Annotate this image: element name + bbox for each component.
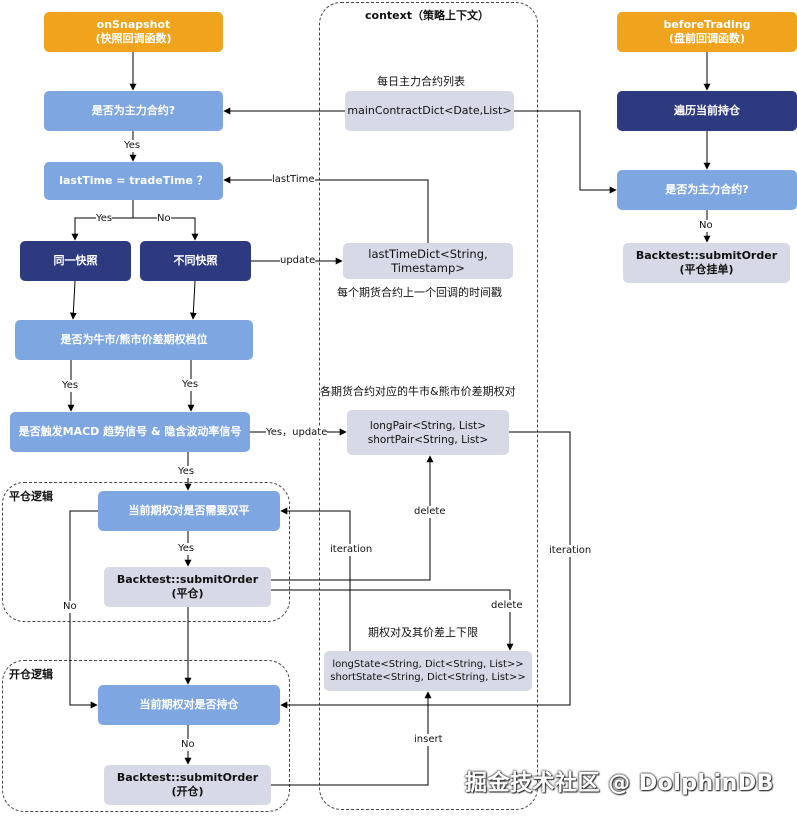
daily-main-list-note: 每日主力合约列表 [377, 75, 465, 88]
same-snapshot-text: 同一快照 [53, 254, 98, 267]
before-trading-line-1: beforeTrading [663, 18, 751, 31]
edge-states-iteration-needclose [280, 507, 351, 651]
label-insert: insert [414, 734, 443, 746]
label-yes-bull-right: Yes [182, 379, 199, 391]
label-last-time: lastTime [272, 174, 315, 186]
bull-bear-spread-check-node: 是否为牛市/熊市价差期权档位 [15, 320, 253, 360]
last-timestamp-note: 每个期货合约上一个回调的时间戳 [337, 286, 502, 299]
edge-same-to-bullbear [69, 280, 77, 320]
on-snapshot-line-1: onSnapshot [96, 18, 171, 31]
before-trading-line-2: (盘前回调函数) [668, 32, 746, 45]
is-main-contract-right-text: 是否为主力合约? [665, 183, 749, 196]
edge-maindict-to-ismain-right [514, 110, 617, 194]
need-double-close-text: 当前期权对是否需要双平 [128, 504, 250, 517]
edge-submitclose-delete-pairs [271, 455, 434, 581]
label-no-right: No [699, 220, 713, 232]
has-position-text: 当前期权对是否持仓 [139, 698, 239, 711]
last-time-dict-line-2: Timestamp> [391, 261, 465, 275]
label-delete-2: delete [491, 600, 523, 612]
different-snapshot-node: 不同快照 [140, 241, 251, 281]
label-yes-update: Yes，update [266, 427, 328, 439]
option-states-node: longState<String, Dict<String, List>> sh… [324, 651, 532, 691]
watermark-text: 掘金技术社区 @ DolphinDB [465, 771, 774, 796]
edge-lasttimedict-to-lasttime [223, 176, 429, 243]
label-no-position: No [181, 739, 195, 751]
submit-order-pending-line-1: Backtest::submitOrder [635, 249, 778, 262]
last-time-compare-text: lastTime = tradeTime ？ [59, 174, 208, 187]
label-yes-bull-left: Yes [62, 380, 79, 392]
open-logic-region [2, 660, 290, 812]
submit-order-pending-node: Backtest::submitOrder (平仓挂单) [623, 243, 790, 283]
label-yes-close: Yes [178, 543, 195, 555]
traverse-positions-node: 遍历当前持仓 [617, 91, 797, 131]
bull-bear-spread-check-text: 是否为牛市/熊市价差期权档位 [60, 333, 208, 346]
submit-order-open-line-1: Backtest::submitOrder [116, 771, 259, 784]
label-no-close: No [63, 601, 77, 613]
states-note: 期权对及其价差上下限 [368, 626, 478, 639]
short-state-text: shortState<String, Dict<String, List>> [330, 672, 526, 683]
is-main-contract-left-node: 是否为主力合约? [44, 91, 223, 131]
label-yes-main: Yes [124, 140, 141, 152]
long-pair-text: longPair<String, List> [369, 419, 487, 432]
edge-diff-to-bullbear [189, 280, 197, 320]
need-double-close-node: 当前期权对是否需要双平 [98, 491, 280, 531]
last-time-compare-node: lastTime = tradeTime ？ [44, 162, 223, 200]
on-snapshot-line-2: (快照回调函数) [95, 32, 172, 45]
same-snapshot-node: 同一快照 [20, 241, 131, 281]
submit-order-pending-line-2: (平仓挂单) [679, 263, 734, 276]
label-no-diff: No [157, 213, 171, 225]
has-position-node: 当前期权对是否持仓 [98, 685, 280, 725]
edge-submitclose-delete-states [271, 589, 514, 651]
macd-signal-check-text: 是否触发MACD 趋势信号 & 隐含波动率信号 [18, 425, 242, 438]
is-main-contract-right-node: 是否为主力合约? [617, 170, 797, 210]
submit-order-open-node: Backtest::submitOrder (开仓) [104, 765, 271, 805]
close-logic-region [2, 482, 290, 622]
pairs-note: 各期货合约对应的牛市&熊市价差期权对 [320, 385, 516, 398]
last-time-dict-node: lastTimeDict<String, Timestamp> [343, 243, 513, 279]
different-snapshot-text: 不同快照 [173, 254, 218, 267]
edge-submitopen-insert-states [271, 691, 432, 786]
label-update: update [280, 255, 316, 267]
main-contract-dict-text: mainContractDict<Date,List> [347, 104, 512, 117]
label-yes-macd: Yes [178, 466, 195, 478]
submit-order-close-node: Backtest::submitOrder (平仓) [104, 567, 271, 607]
open-logic-title: 开仓逻辑 [9, 668, 53, 681]
on-snapshot-node: onSnapshot (快照回调函数) [44, 12, 223, 52]
traverse-positions-text: 遍历当前持仓 [674, 104, 740, 117]
main-contract-dict-node: mainContractDict<Date,List> [345, 91, 514, 131]
submit-order-close-line-1: Backtest::submitOrder [116, 573, 259, 586]
is-main-contract-left-text: 是否为主力合约? [91, 104, 176, 117]
label-iteration-right: iteration [549, 545, 592, 557]
context-region [319, 2, 538, 810]
label-delete-1: delete [414, 506, 446, 518]
context-region-title: context（策略上下文） [365, 9, 489, 22]
long-state-text: longState<String, Dict<String, List>> [332, 659, 524, 670]
edge-lasttime-to-diff [133, 217, 199, 241]
short-pair-text: shortPair<String, List> [367, 433, 489, 446]
last-time-dict-line-1: lastTimeDict<String, [368, 247, 488, 261]
submit-order-close-line-2: (平仓) [171, 587, 204, 600]
submit-order-open-line-2: (开仓) [171, 785, 204, 798]
close-logic-title: 平仓逻辑 [9, 490, 53, 503]
label-yes-same: Yes [96, 213, 113, 225]
macd-signal-check-node: 是否触发MACD 趋势信号 & 隐含波动率信号 [10, 412, 250, 452]
edge-pairs-iteration-hasposition [280, 431, 571, 709]
option-pairs-node: longPair<String, List> shortPair<String,… [347, 410, 509, 455]
label-iteration-left: iteration [330, 544, 373, 556]
before-trading-node: beforeTrading (盘前回调函数) [617, 12, 797, 52]
